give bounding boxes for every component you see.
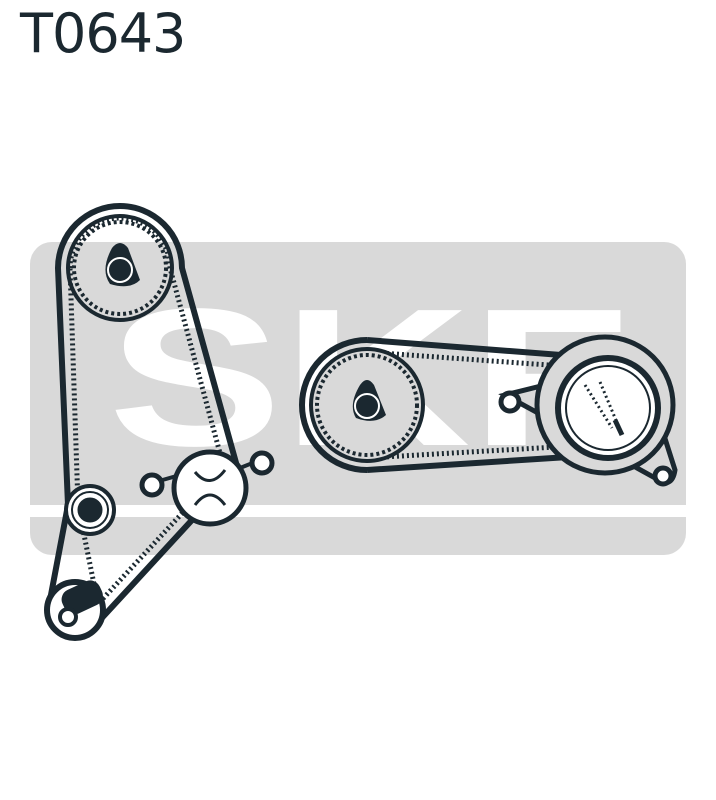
left-belt-drive — [44, 203, 275, 641]
camshaft-pulley — [66, 214, 174, 322]
right-belt-drive — [299, 334, 678, 487]
product-code: T0643 — [20, 2, 186, 65]
tensioner-pulley — [171, 449, 249, 527]
